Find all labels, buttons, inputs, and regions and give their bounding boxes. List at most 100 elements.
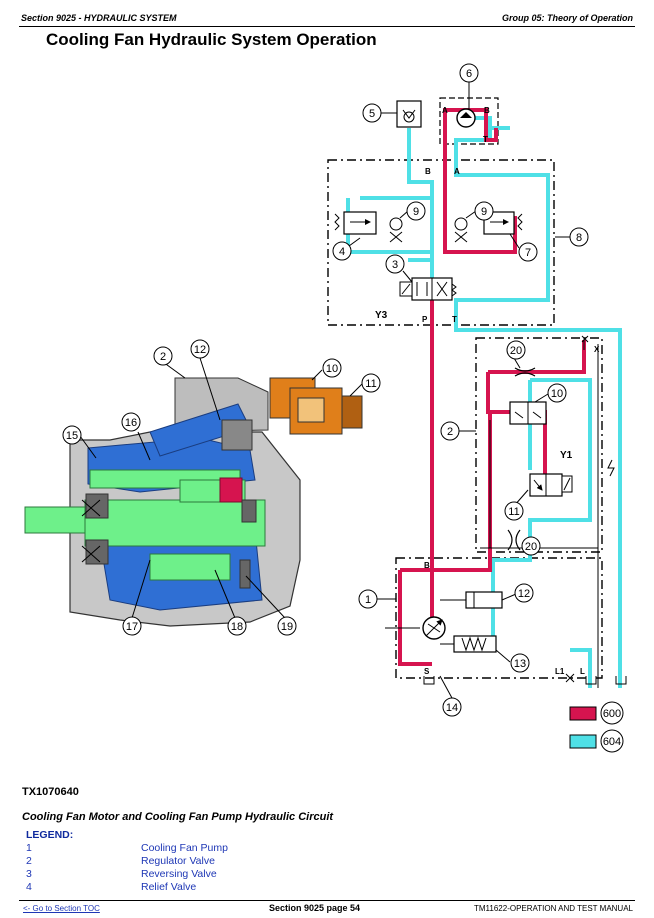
key-label-604: 604 — [603, 736, 621, 748]
relief-valve-4 — [343, 211, 377, 235]
relief-valve-7 — [483, 211, 515, 235]
svg-text:11: 11 — [508, 506, 519, 518]
page-header: Section 9025 - HYDRAULIC SYSTEM Group 05… — [19, 12, 635, 27]
callout-4: 4 — [332, 241, 352, 261]
hydraulic-diagram: 5 6 8 4 9 9 7 3 2 20 10 11 20 1 12 13 14… — [0, 56, 654, 776]
toc-link[interactable]: <- Go to Section TOC — [23, 904, 100, 913]
callout-2-left: 2 — [153, 346, 173, 366]
svg-text:1: 1 — [365, 594, 371, 606]
svg-text:10: 10 — [326, 363, 338, 375]
key-swatch-600 — [569, 706, 597, 721]
legend-text: Reversing Valve — [141, 868, 217, 880]
callout-13: 13 — [510, 653, 530, 673]
legend-item: 1 Cooling Fan Pump — [26, 842, 326, 855]
svg-text:8: 8 — [576, 232, 582, 244]
key-swatch-604 — [569, 734, 597, 749]
svg-text:14: 14 — [446, 702, 458, 714]
callout-17: 17 — [122, 616, 142, 636]
svg-text:4: 4 — [339, 246, 345, 258]
svg-text:19: 19 — [281, 621, 293, 633]
page-footer: <- Go to Section TOC Section 9025 page 5… — [19, 900, 635, 915]
svg-text:12: 12 — [194, 344, 206, 356]
port-t: T — [452, 315, 457, 324]
manual-title: TM11622-OPERATION AND TEST MANUAL — [473, 904, 633, 913]
port-l: L — [580, 667, 585, 676]
svg-text:17: 17 — [126, 621, 138, 633]
svg-text:2: 2 — [160, 351, 166, 363]
pump-cutaway-illustration — [24, 377, 363, 627]
solenoid-y3-label: Y3 — [375, 310, 388, 321]
port-b-line: B — [425, 167, 431, 176]
legend-text: Cooling Fan Pump — [141, 842, 228, 854]
svg-text:20: 20 — [525, 541, 537, 553]
legend-number: 4 — [26, 881, 32, 893]
callout-7: 7 — [518, 242, 538, 262]
callout-9-left: 9 — [406, 201, 426, 221]
port-labels: A B T B A P T X B S L1 L — [422, 106, 600, 676]
svg-text:2: 2 — [447, 426, 453, 438]
port-l1: L1 — [555, 667, 565, 676]
check-valve-9-left — [389, 217, 403, 231]
legend-item: 2 Regulator Valve — [26, 855, 326, 868]
callout-11-right: 11 — [504, 501, 524, 521]
callout-20-top: 20 — [506, 340, 526, 360]
callout-11-left: 11 — [361, 373, 381, 393]
svg-text:9: 9 — [481, 206, 487, 218]
port-a-line: A — [454, 167, 460, 176]
callout-5: 5 — [362, 103, 382, 123]
regulator-boundary — [475, 337, 603, 553]
return-lines — [346, 116, 622, 688]
svg-text:20: 20 — [510, 345, 522, 357]
group-title: Group 05: Theory of Operation — [501, 13, 633, 23]
callout-1: 1 — [358, 589, 378, 609]
key-label-600: 600 — [603, 708, 621, 720]
solenoid-labels: Y3 Y1 — [375, 310, 573, 461]
svg-text:9: 9 — [413, 206, 419, 218]
callout-8: 8 — [569, 227, 589, 247]
color-key: 600 604 — [569, 701, 624, 753]
legend-number: 1 — [26, 842, 32, 854]
callout-16: 16 — [121, 412, 141, 432]
section-title: Section 9025 - HYDRAULIC SYSTEM — [21, 13, 177, 23]
legend-item: 3 Reversing Valve — [26, 868, 326, 881]
callout-12-left: 12 — [190, 339, 210, 359]
legend-text: Regulator Valve — [141, 855, 215, 867]
svg-text:16: 16 — [125, 417, 137, 429]
callout-20-bottom: 20 — [521, 536, 541, 556]
callout-10-right: 10 — [547, 383, 567, 403]
svg-text:5: 5 — [369, 108, 375, 120]
port-p: P — [422, 315, 428, 324]
pump-boundary — [395, 557, 603, 679]
callout-9-right: 9 — [474, 201, 494, 221]
callout-10-left: 10 — [322, 358, 342, 378]
callout-18: 18 — [227, 616, 247, 636]
legend-number: 3 — [26, 868, 32, 880]
legend-number: 2 — [26, 855, 32, 867]
svg-text:11: 11 — [365, 378, 376, 390]
figure-id: TX1070640 — [22, 786, 79, 798]
port-b-pump: B — [424, 561, 430, 570]
port-x: X — [594, 345, 600, 354]
callouts: 5 6 8 4 9 9 7 3 2 20 10 11 20 1 12 13 14… — [62, 63, 589, 717]
callout-12-right: 12 — [514, 583, 534, 603]
spring-actuator-13 — [453, 635, 497, 653]
port-s: S — [424, 667, 430, 676]
svg-text:12: 12 — [518, 588, 530, 600]
actuator-12 — [465, 591, 503, 609]
callout-3: 3 — [385, 254, 405, 274]
callout-14: 14 — [442, 697, 462, 717]
svg-text:10: 10 — [551, 388, 563, 400]
port-b-motor: B — [484, 106, 490, 115]
svg-text:7: 7 — [525, 247, 531, 259]
solenoid-y1-label: Y1 — [560, 450, 573, 461]
legend-item: 4 Relief Valve — [26, 881, 326, 894]
legend-list: 1 Cooling Fan Pump 2 Regulator Valve 3 R… — [26, 842, 326, 894]
page-title: Cooling Fan Hydraulic System Operation — [46, 30, 377, 49]
valve-block-boundary — [327, 159, 555, 326]
svg-text:18: 18 — [231, 621, 243, 633]
callout-19: 19 — [277, 616, 297, 636]
svg-text:3: 3 — [392, 259, 398, 271]
check-valve-9-right — [454, 217, 468, 231]
svg-text:13: 13 — [514, 658, 526, 670]
port-t-motor: T — [483, 135, 488, 144]
